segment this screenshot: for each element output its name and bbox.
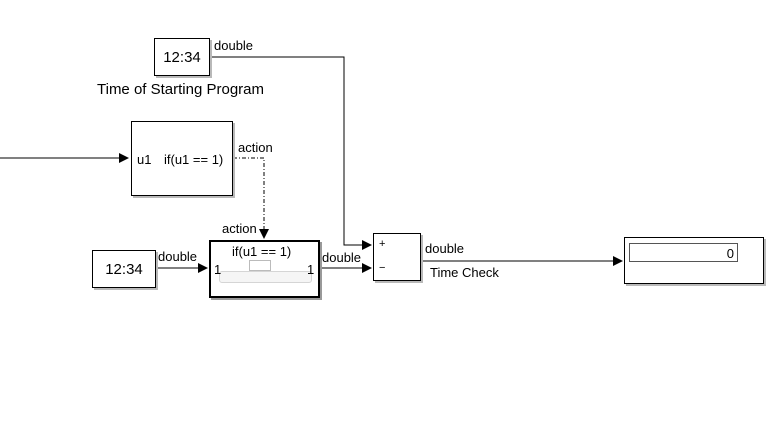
sum-caption[interactable]: Time Check [430,265,499,280]
sum-out-type: double [425,241,465,256]
action-subsystem-block[interactable]: if(u1 == 1) 1 1 [209,240,320,298]
if-block-out-port: action [238,140,273,155]
sum-plus-port: + [379,238,386,250]
display-value: 0 [726,246,734,261]
sum-minus-port: − [379,262,386,274]
subsystem-icon-body [219,271,312,283]
if-block-in-port: u1 [137,152,152,167]
action-line [233,157,269,239]
time-const-value: 12:34 [105,260,143,278]
time-start-out-type: double [214,38,254,53]
time-start-caption[interactable]: Time of Starting Program [97,81,264,98]
if-block-condition: if(u1 == 1) [164,152,224,167]
signal-line-start-to-sum [210,56,372,250]
subsystem-out-type: double [322,250,362,265]
display-block[interactable]: 0 [624,237,764,284]
subsystem-title: if(u1 == 1) [232,244,292,259]
sum-block[interactable]: + − [373,233,421,281]
subsystem-action-label: action [222,221,257,236]
time-const-block[interactable]: 12:34 [92,250,156,288]
display-field: 0 [629,243,738,262]
subsystem-out-port: 1 [307,262,315,277]
time-start-value: 12:34 [163,48,201,66]
subsystem-in-port: 1 [214,262,222,277]
if-block[interactable]: u1 if(u1 == 1) [131,121,233,196]
time-start-block[interactable]: 12:34 [154,38,210,76]
subsystem-icon [249,260,271,271]
time-const-out-type: double [158,249,198,264]
